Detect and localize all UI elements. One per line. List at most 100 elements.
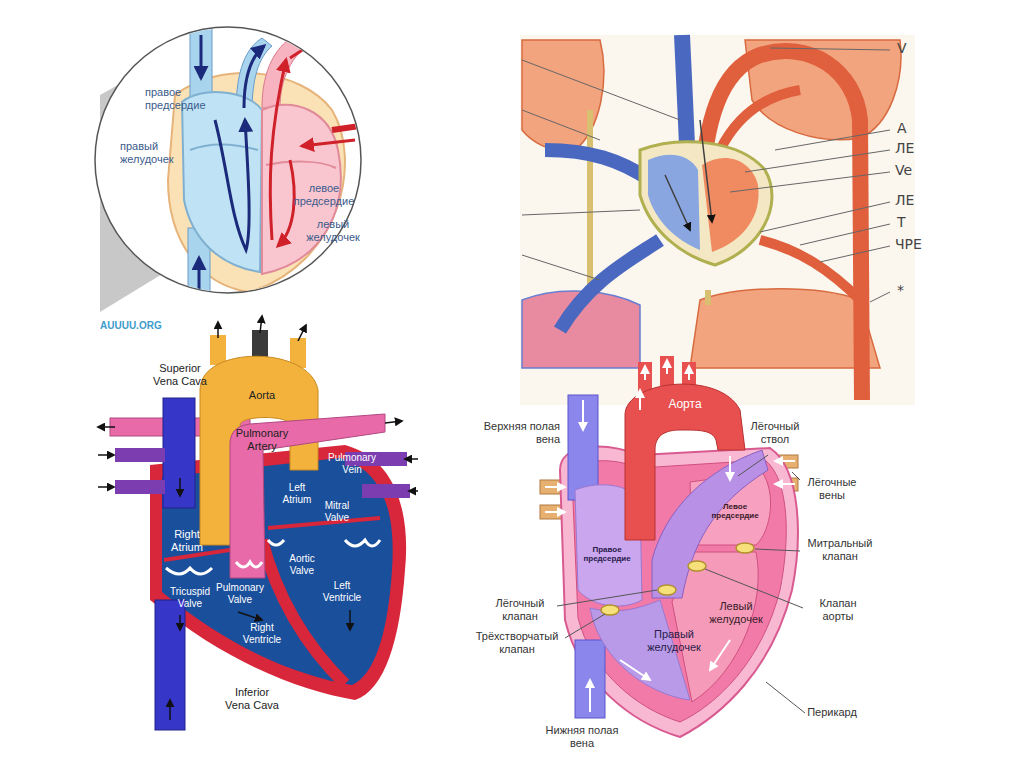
hand-drawn-circulation-part — [587, 110, 593, 300]
english-heart-part-part — [169, 700, 171, 720]
russian-heart-part — [575, 640, 605, 718]
russian-heart-part — [638, 362, 652, 392]
hand-drawn-circulation-part-part — [745, 150, 890, 172]
hand-drawn-circulation-part — [640, 142, 772, 265]
part-label: Правый желудочек — [639, 628, 709, 653]
english-heart-part-part — [98, 426, 115, 428]
english-heart-part-part — [217, 322, 219, 338]
russian-heart-part — [652, 450, 768, 598]
handwritten-label: Ve — [895, 162, 912, 178]
hand-drawn-circulation-part-part — [522, 60, 680, 120]
english-heart-part-part — [260, 316, 262, 333]
english-heart-part-part — [385, 421, 402, 423]
english-heart-part-part — [405, 458, 418, 460]
handwritten-label: Т — [897, 214, 906, 230]
part-label: Pulmonary Valve — [212, 582, 268, 605]
part-label: Pulmonary Artery — [231, 427, 293, 452]
part-label: Right Ventricle — [235, 622, 289, 645]
hand-drawn-circulation-part — [522, 48, 890, 302]
russian-heart-part-part — [688, 561, 706, 571]
hand-drawn-circulation-part — [700, 51, 862, 400]
hand-drawn-circulation-part-part — [800, 224, 890, 245]
english-heart — [98, 316, 418, 730]
part-label: Левое предсердие — [709, 502, 761, 520]
part-label: Right Atrium — [164, 528, 210, 553]
english-heart-part — [115, 480, 165, 494]
hand-drawn-circulation-part-part — [820, 246, 890, 262]
russian-heart-part-part — [736, 543, 754, 553]
hand-drawn-circulation-part — [545, 150, 650, 180]
hand-drawn-circulation-part-part — [770, 48, 890, 50]
hand-drawn-circulation-part — [700, 120, 712, 222]
russian-heart-part — [557, 455, 805, 713]
english-heart-part — [268, 518, 380, 528]
english-heart-part — [252, 330, 268, 360]
russian-heart-part-part — [729, 456, 731, 480]
russian-heart-part-part — [666, 360, 668, 374]
part-label: Left Ventricle — [316, 580, 368, 603]
english-heart-part-part — [349, 610, 351, 630]
part-label: Aorta — [249, 389, 275, 402]
handwritten-label: ЧРЕ — [895, 236, 922, 252]
hand-drawn-circulation-part — [648, 155, 700, 250]
russian-heart-part — [660, 356, 674, 386]
english-heart-part — [163, 398, 195, 508]
english-heart-part-part — [298, 325, 306, 341]
part-label: Левый желудочек — [704, 600, 768, 625]
magnified-heart-part-part — [266, 162, 336, 168]
part-label: Inferior Vena Cava — [221, 686, 283, 711]
magnified-heart-part-part — [182, 92, 262, 272]
english-heart-part-part — [98, 454, 114, 456]
english-heart-part-part — [236, 562, 262, 567]
magnified-heart-part-part — [302, 140, 355, 146]
english-heart-part — [210, 335, 226, 365]
part-label: Pulmonary Vein — [324, 452, 380, 475]
magnified-heart-part — [95, 27, 361, 293]
russian-heart-part-part — [688, 366, 690, 380]
watermark: AUUUU.ORG — [100, 320, 162, 332]
russian-heart-part-part — [620, 660, 650, 680]
english-heart-part — [162, 458, 393, 685]
handwritten-label: ЛЕ — [895, 192, 914, 208]
hand-drawn-circulation — [520, 35, 915, 405]
magnified-heart-part-part — [270, 60, 286, 240]
russian-heart-part-part — [589, 680, 591, 712]
russian-heart-part-part — [582, 400, 584, 430]
hand-drawn-circulation-part-part — [522, 110, 600, 140]
hand-drawn-circulation-part — [720, 90, 800, 150]
handwritten-label: * — [897, 282, 904, 298]
russian-heart-part-part — [601, 605, 619, 615]
magnified-heart-part-part — [262, 32, 312, 108]
magnified-heart-part-part — [200, 35, 203, 78]
russian-heart-part-part — [775, 483, 795, 485]
part-label: Superior Vena Cava — [146, 362, 214, 387]
part-label: Лёгочные вены — [801, 476, 863, 501]
magnified-heart-part-part — [215, 120, 249, 250]
magnified-heart — [95, 20, 361, 312]
english-heart-part — [262, 540, 345, 684]
part-label: левое предсердие — [293, 182, 355, 207]
english-heart-part — [362, 484, 410, 498]
hand-drawn-circulation-part — [760, 240, 860, 300]
part-label: правый желудочек — [120, 140, 184, 165]
part-label: Left Atrium — [276, 482, 318, 505]
english-heart-part-part — [268, 540, 284, 545]
magnified-heart-part-part — [198, 258, 201, 298]
english-heart-part — [230, 414, 385, 578]
english-heart-part-part — [179, 478, 181, 496]
hand-drawn-circulation-part — [520, 35, 915, 405]
magnified-heart-part-part — [290, 40, 318, 58]
part-label: Mitral Valve — [316, 500, 358, 523]
hand-drawn-circulation-part-part — [760, 202, 890, 232]
handwritten-label: ЛЕ — [895, 140, 914, 156]
part-label: левый желудочек — [302, 218, 364, 243]
russian-heart-part-part — [658, 585, 676, 595]
hand-drawn-circulation-part-part — [730, 172, 890, 192]
russian-heart-part-part — [644, 366, 646, 380]
magnified-heart-part — [168, 20, 360, 308]
hand-drawn-circulation-part — [705, 290, 711, 305]
part-label: Перикард — [807, 706, 857, 719]
part-label: Лёгочный клапан — [488, 597, 552, 622]
english-heart-part — [115, 448, 165, 462]
russian-heart-part-part — [766, 682, 805, 713]
